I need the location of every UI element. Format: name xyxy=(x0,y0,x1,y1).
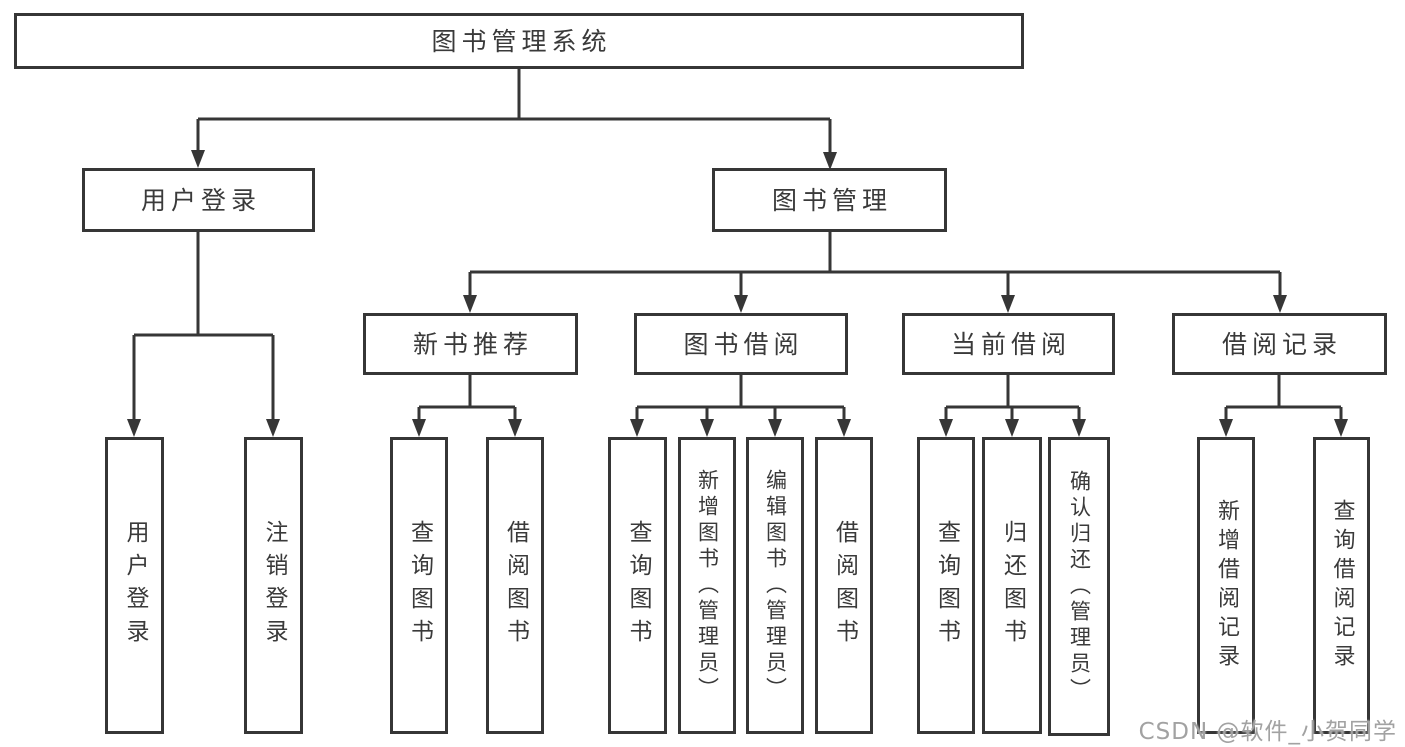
connector-root-to-level2 xyxy=(191,69,837,170)
node-user-login-label: 用户登录 xyxy=(140,185,261,215)
node-return-books-label: 归还图书 xyxy=(999,519,1026,652)
node-query-books-2: 查询图书 xyxy=(608,437,667,734)
node-query-books-1: 查询图书 xyxy=(390,437,448,734)
arrow-down-icon xyxy=(1001,295,1015,313)
connector-user-login-children xyxy=(127,232,280,437)
arrow-down-icon xyxy=(127,419,141,437)
node-edit-books-admin-label: 编辑图书（管理员） xyxy=(763,468,788,703)
node-root-label: 图书管理系统 xyxy=(431,26,612,56)
node-query-borrow-record: 查询借阅记录 xyxy=(1313,437,1370,734)
arrow-down-icon xyxy=(1072,419,1086,437)
node-borrow-books-2-label: 借阅图书 xyxy=(831,519,858,652)
node-logout-leaf-label: 注销登录 xyxy=(261,519,287,652)
csdn-watermark: CSDN @软件_小贺同学 xyxy=(1138,719,1397,745)
arrow-down-icon xyxy=(191,150,205,168)
node-book-management-label: 图书管理 xyxy=(771,185,892,215)
node-borrowing-records-label: 借阅记录 xyxy=(1221,329,1342,359)
arrow-down-icon xyxy=(266,419,280,437)
arrow-down-icon xyxy=(823,152,837,170)
node-add-borrow-record-label: 新增借阅记录 xyxy=(1214,498,1239,673)
node-edit-books-admin: 编辑图书（管理员） xyxy=(746,437,804,734)
node-book-borrowing-label: 图书借阅 xyxy=(683,329,804,359)
arrow-down-icon xyxy=(837,419,851,437)
node-query-books-3-label: 查询图书 xyxy=(933,519,960,652)
arrow-down-icon xyxy=(1219,419,1233,437)
connector-current-borrowing-children xyxy=(939,375,1086,437)
node-current-borrowing-label: 当前借阅 xyxy=(950,329,1071,359)
arrow-down-icon xyxy=(1273,295,1287,313)
node-query-books-3: 查询图书 xyxy=(917,437,975,734)
node-user-login-leaf-label: 用户登录 xyxy=(122,519,148,652)
connector-book-borrowing-children xyxy=(630,375,851,437)
node-borrow-books-2: 借阅图书 xyxy=(815,437,873,734)
node-query-books-2-label: 查询图书 xyxy=(625,519,651,652)
node-user-login: 用户登录 xyxy=(82,168,315,232)
node-add-borrow-record: 新增借阅记录 xyxy=(1197,437,1255,734)
node-add-books-admin: 新增图书（管理员） xyxy=(678,437,736,734)
arrow-down-icon xyxy=(412,419,426,437)
node-borrow-books-1-label: 借阅图书 xyxy=(502,519,529,652)
arrow-down-icon xyxy=(768,419,782,437)
node-confirm-return-admin: 确认归还（管理员） xyxy=(1048,437,1110,736)
arrow-down-icon xyxy=(508,419,522,437)
arrow-down-icon xyxy=(700,419,714,437)
node-query-books-1-label: 查询图书 xyxy=(406,519,433,652)
arrow-down-icon xyxy=(939,419,953,437)
arrow-down-icon xyxy=(463,295,477,313)
node-new-book-recommend: 新书推荐 xyxy=(363,313,578,375)
node-confirm-return-admin-label: 确认归还（管理员） xyxy=(1067,469,1092,704)
node-return-books: 归还图书 xyxy=(982,437,1042,734)
node-user-login-leaf: 用户登录 xyxy=(105,437,164,734)
node-borrowing-records: 借阅记录 xyxy=(1172,313,1387,375)
node-new-book-recommend-label: 新书推荐 xyxy=(412,329,533,359)
arrow-down-icon xyxy=(734,295,748,313)
arrow-down-icon xyxy=(1334,419,1348,437)
connector-book-management-children xyxy=(463,232,1287,313)
node-book-borrowing: 图书借阅 xyxy=(634,313,848,375)
node-book-management: 图书管理 xyxy=(712,168,947,232)
node-root: 图书管理系统 xyxy=(14,13,1024,69)
node-add-books-admin-label: 新增图书（管理员） xyxy=(695,468,720,703)
node-borrow-books-1: 借阅图书 xyxy=(486,437,544,734)
connector-borrowing-records-children xyxy=(1219,375,1348,437)
node-current-borrowing: 当前借阅 xyxy=(902,313,1115,375)
node-logout-leaf: 注销登录 xyxy=(244,437,303,734)
connector-new-book-recommend-children xyxy=(412,375,522,437)
arrow-down-icon xyxy=(630,419,644,437)
arrow-down-icon xyxy=(1005,419,1019,437)
node-query-borrow-record-label: 查询借阅记录 xyxy=(1329,498,1355,673)
